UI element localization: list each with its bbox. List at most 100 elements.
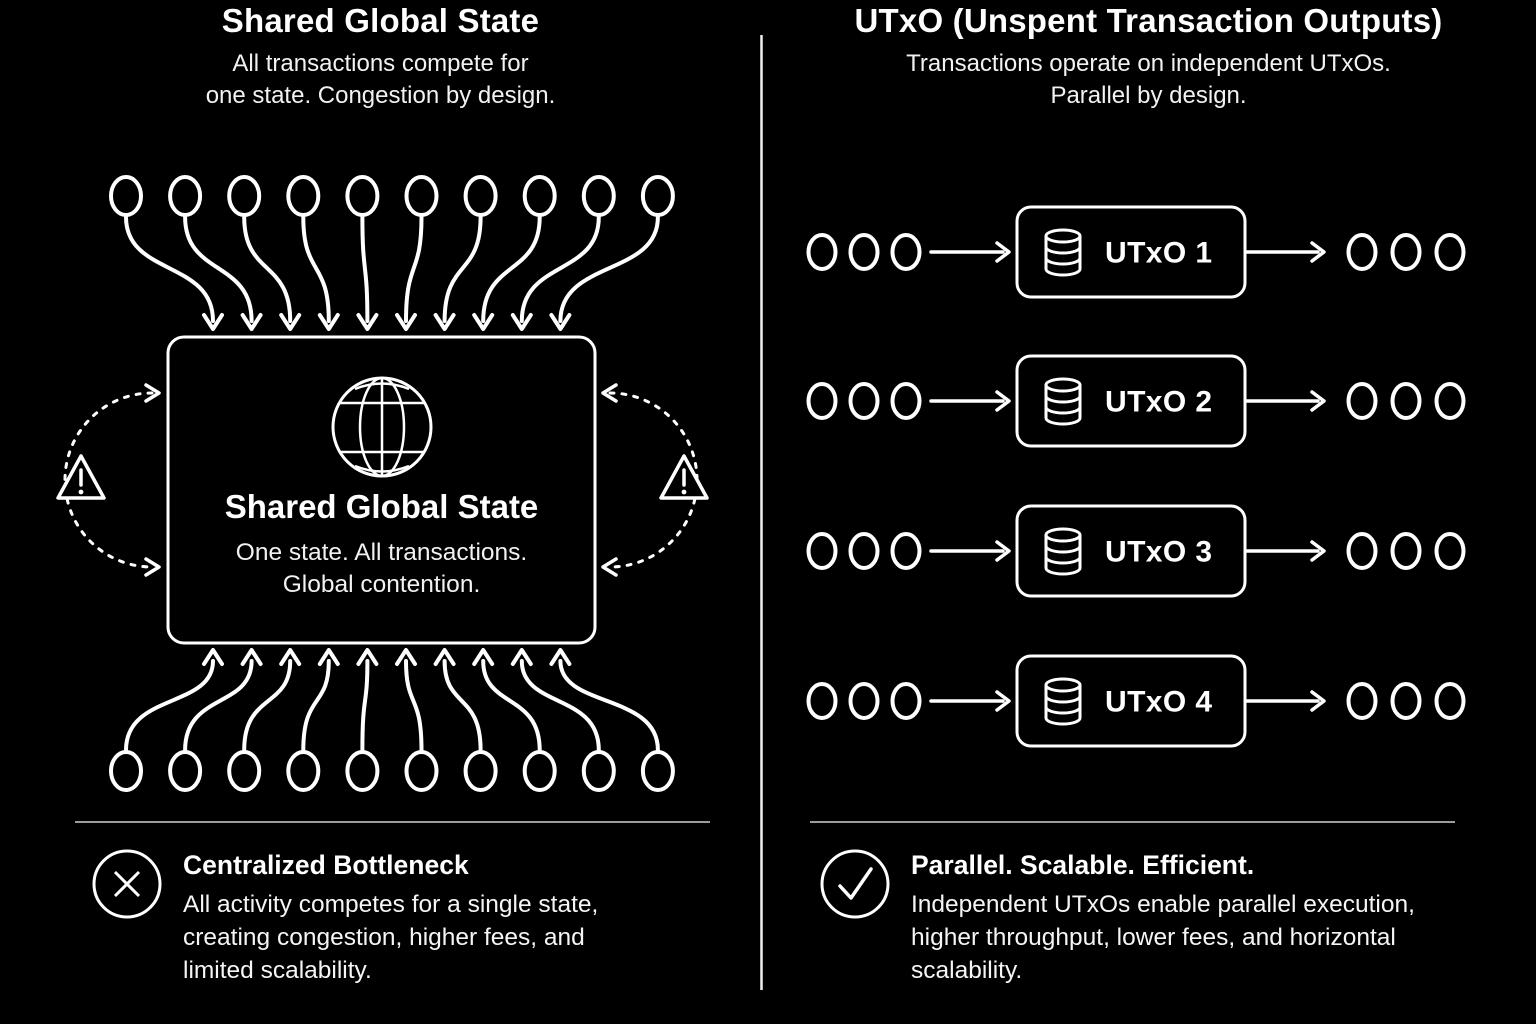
left-footer: Centralized Bottleneck All activity comp…: [183, 849, 653, 987]
transaction-circle: [286, 750, 321, 792]
output-circle: [1390, 532, 1422, 570]
arrowhead: [395, 648, 417, 666]
transaction-circle: [522, 750, 557, 792]
shared-state-box-line1: One state. All transactions.: [235, 539, 528, 566]
arrowhead: [601, 557, 618, 577]
transaction-circle: [581, 750, 616, 792]
outflow-arrow: [124, 659, 215, 752]
shared-state-box-title: Shared Global State: [224, 488, 539, 525]
input-circle: [890, 532, 922, 570]
arrowhead: [395, 313, 417, 331]
arrowhead: [279, 648, 302, 666]
left-panel-subtitle-line1: All transactions compete for: [232, 50, 529, 77]
transaction-circle: [404, 750, 439, 792]
inflow-arrow: [404, 215, 424, 323]
arrowhead: [472, 313, 495, 331]
outflow-arrow: [404, 659, 424, 752]
input-circle: [890, 682, 922, 720]
arrowhead: [1310, 690, 1326, 712]
arrowhead: [995, 241, 1011, 263]
inflow-arrow: [360, 215, 370, 323]
transaction-circle: [404, 175, 439, 217]
outflow-arrow: [558, 659, 660, 752]
arrowhead: [202, 648, 224, 666]
input-circle: [890, 233, 922, 271]
outflow-arrow: [301, 659, 331, 752]
arrowhead: [1310, 390, 1326, 412]
check-circle-icon: [820, 849, 890, 919]
left-panel-title: Shared Global State: [221, 2, 540, 39]
arrowhead: [144, 383, 161, 403]
arrowhead: [995, 390, 1011, 412]
transaction-circle: [227, 175, 262, 217]
left-footer-heading: Centralized Bottleneck: [183, 850, 469, 880]
output-circle: [1434, 532, 1466, 570]
right-panel-title: UTxO (Unspent Transaction Outputs): [854, 2, 1443, 39]
output-circle: [1346, 233, 1378, 271]
left-output-transactions: [109, 648, 675, 792]
output-circle: [1434, 233, 1466, 271]
transaction-circle: [463, 175, 498, 217]
outflow-arrow: [360, 659, 370, 752]
left-panel-subtitle-line2: one state. Congestion by design.: [205, 82, 556, 109]
arrowhead: [1310, 241, 1326, 263]
output-circle: [1434, 682, 1466, 720]
shared-state-box-line2: Global contention.: [282, 571, 481, 598]
arrowhead: [202, 313, 224, 331]
arrowhead: [433, 313, 456, 331]
right-footer: Parallel. Scalable. Efficient. Independe…: [911, 849, 1426, 987]
input-circle: [890, 382, 922, 420]
input-circle: [806, 682, 838, 720]
output-circle: [1346, 382, 1378, 420]
right-footer-body: Independent UTxOs enable parallel execut…: [911, 891, 1415, 984]
arrowhead: [317, 313, 340, 331]
database-icon: [1044, 377, 1082, 426]
arrowhead: [995, 690, 1011, 712]
outflow-arrow: [242, 659, 293, 752]
inflow-arrow: [519, 215, 601, 323]
output-circle: [1390, 682, 1422, 720]
inflow-arrow: [558, 215, 660, 323]
output-circle: [1434, 382, 1466, 420]
globe-icon: [331, 376, 433, 478]
left-contention-loop: [56, 383, 161, 577]
arrowhead: [510, 313, 533, 331]
transaction-circle: [286, 175, 321, 217]
inflow-arrow: [301, 215, 331, 323]
utxo-row: UTxO 4: [806, 654, 1466, 748]
arrowhead: [510, 648, 533, 666]
inflow-arrow: [442, 215, 483, 323]
arrowhead: [472, 648, 495, 666]
output-circle: [1390, 233, 1422, 271]
input-circle: [848, 682, 880, 720]
database-icon: [1044, 677, 1082, 726]
warning-triangle-icon: [659, 454, 709, 500]
transaction-circle: [345, 750, 380, 792]
arrowhead: [240, 313, 263, 331]
outflow-arrow: [481, 659, 542, 752]
output-circle: [1346, 682, 1378, 720]
warning-triangle-icon: [56, 454, 106, 500]
input-circle: [848, 382, 880, 420]
arrowhead: [240, 648, 263, 666]
right-footer-heading: Parallel. Scalable. Efficient.: [911, 850, 1255, 880]
arrowhead: [144, 557, 161, 577]
left-input-transactions: [109, 175, 675, 331]
transaction-circle: [463, 750, 498, 792]
transaction-circle: [640, 175, 675, 217]
left-footer-body: All activity competes for a single state…: [183, 891, 599, 984]
transaction-circle: [168, 175, 203, 217]
x-circle-icon: [92, 849, 162, 919]
arrowhead: [317, 648, 340, 666]
input-circle: [848, 233, 880, 271]
right-contention-loop: [601, 383, 709, 577]
transaction-circle: [640, 750, 675, 792]
inflow-arrow: [242, 215, 293, 323]
outflow-arrow: [442, 659, 483, 752]
input-circle: [848, 532, 880, 570]
left-panel-header: Shared Global State All transactions com…: [0, 0, 761, 112]
utxo-box-label: UTxO 4: [1105, 686, 1212, 719]
utxo-box-label: UTxO 1: [1105, 237, 1212, 270]
